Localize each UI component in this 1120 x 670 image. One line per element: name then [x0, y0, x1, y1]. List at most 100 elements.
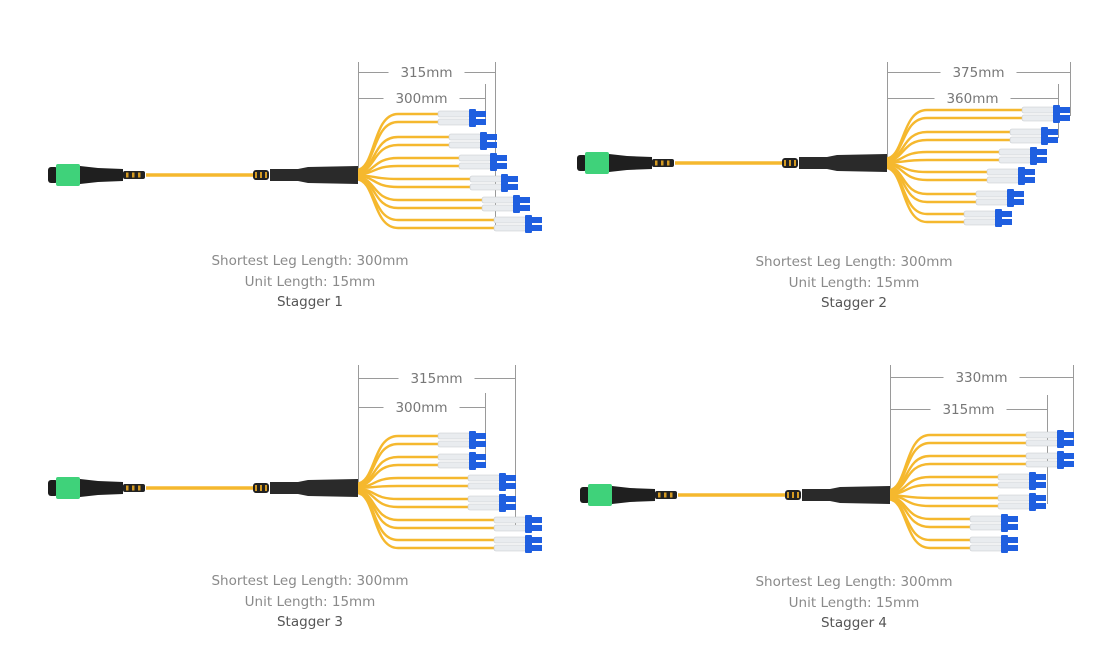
lc-duplex-clip	[525, 535, 532, 553]
lc-connector-head	[1008, 545, 1018, 551]
fiber-leg	[884, 166, 966, 224]
lc-connector-head	[532, 537, 542, 543]
lc-boot	[467, 495, 501, 503]
lc-duplex-clip	[501, 174, 508, 192]
fiber-leg	[355, 174, 472, 189]
dimension-inner-label: 360mm	[946, 91, 998, 107]
fiber-leg	[887, 494, 1000, 508]
mpo-cap	[580, 487, 590, 503]
lc-connector-head	[487, 142, 497, 148]
strain-relief-stripe	[255, 485, 257, 491]
lc-boot	[493, 544, 527, 552]
lc-duplex-clip	[499, 494, 506, 512]
lc-boot	[975, 198, 1009, 206]
fiber-leg	[355, 176, 484, 210]
lc-connector-head	[1025, 169, 1035, 175]
shortest-leg-text: Shortest Leg Length: 300mm	[211, 253, 409, 269]
lc-boot	[493, 536, 527, 544]
fiber-leg	[355, 178, 496, 230]
strain-relief-stripe	[670, 492, 673, 498]
lc-boot	[437, 461, 471, 469]
fiber-leg	[355, 463, 440, 488]
lc-boot	[997, 481, 1031, 489]
lc-boot	[963, 210, 997, 218]
lc-boot	[1025, 431, 1059, 439]
strain-relief-stripe	[132, 172, 135, 178]
lc-boot	[969, 523, 1003, 531]
lc-connector-head	[1002, 219, 1012, 225]
mpo-cap	[48, 480, 58, 496]
lc-duplex-clip	[1001, 514, 1008, 532]
lc-boot	[1025, 439, 1059, 447]
lc-connector-head	[1014, 199, 1024, 205]
lc-duplex-clip	[469, 431, 476, 449]
strain-relief-stripe	[255, 172, 257, 178]
lc-connector-head	[1064, 461, 1074, 467]
fiber-leg	[884, 138, 1012, 163]
lc-connector-head	[1064, 440, 1074, 446]
strain-relief-stripe	[787, 492, 789, 498]
lc-connector-head	[1025, 177, 1035, 183]
caption-stagger-4: Shortest Leg Length: 300mm Unit Length: …	[704, 572, 1004, 634]
lc-connector-head	[506, 475, 516, 481]
lc-boot	[493, 524, 527, 532]
lc-connector-head	[1060, 115, 1070, 121]
lc-boot	[467, 474, 501, 482]
lc-connector-head	[1064, 453, 1074, 459]
mpo-housing	[588, 484, 612, 506]
fiber-leg	[355, 488, 470, 509]
lc-duplex-clip	[1057, 451, 1064, 469]
breakout-boot	[270, 166, 358, 184]
strain-relief-stripe	[655, 160, 658, 166]
lc-boot	[481, 196, 515, 204]
strain-relief-stripe	[797, 492, 799, 498]
mpo-housing	[56, 164, 80, 186]
lc-connector-head	[476, 111, 486, 117]
lc-boot	[493, 216, 527, 224]
lc-connector-head	[520, 205, 530, 211]
strain-relief-stripe	[794, 160, 796, 166]
fiber-leg	[887, 483, 1000, 496]
fiber-leg	[887, 462, 1028, 494]
lc-connector-head	[1037, 149, 1047, 155]
caption-stagger-2: Shortest Leg Length: 300mm Unit Length: …	[704, 252, 1004, 314]
lc-connector-head	[1036, 503, 1046, 509]
lc-boot	[437, 432, 471, 440]
lc-connector-head	[1048, 137, 1058, 143]
lc-duplex-clip	[1029, 472, 1036, 490]
lc-connector-head	[506, 483, 516, 489]
lc-connector-head	[532, 545, 542, 551]
fiber-leg	[355, 164, 461, 176]
unit-length-text: Unit Length: 15mm	[244, 593, 376, 610]
lc-connector-head	[1014, 191, 1024, 197]
lc-connector-head	[476, 454, 486, 460]
lc-connector-head	[532, 225, 542, 231]
strain-relief-stripe	[126, 485, 129, 491]
lc-boot	[998, 156, 1032, 164]
breakout-boot	[802, 486, 890, 504]
lc-connector-head	[1002, 211, 1012, 217]
lc-connector-head	[506, 496, 516, 502]
lc-boot	[975, 190, 1009, 198]
lc-duplex-clip	[1053, 105, 1060, 123]
caption-stagger-3: Shortest Leg Length: 300mm Unit Length: …	[160, 571, 460, 633]
strain-relief-stripe	[784, 160, 786, 166]
mpo-boot	[612, 486, 655, 504]
lc-boot	[437, 110, 471, 118]
strain-relief-stripe	[664, 492, 667, 498]
strain-relief-stripe	[265, 485, 267, 491]
lc-connector-head	[476, 119, 486, 125]
lc-duplex-clip	[513, 195, 520, 213]
lc-connector-head	[508, 176, 518, 182]
strain-relief-stripe	[260, 485, 262, 491]
lc-connector-head	[520, 197, 530, 203]
lc-duplex-clip	[525, 515, 532, 533]
strain-relief-stripe	[265, 172, 267, 178]
lc-boot	[448, 141, 482, 149]
strain-relief-stripe	[661, 160, 664, 166]
lc-boot	[1009, 136, 1043, 144]
lc-connector-head	[508, 184, 518, 190]
